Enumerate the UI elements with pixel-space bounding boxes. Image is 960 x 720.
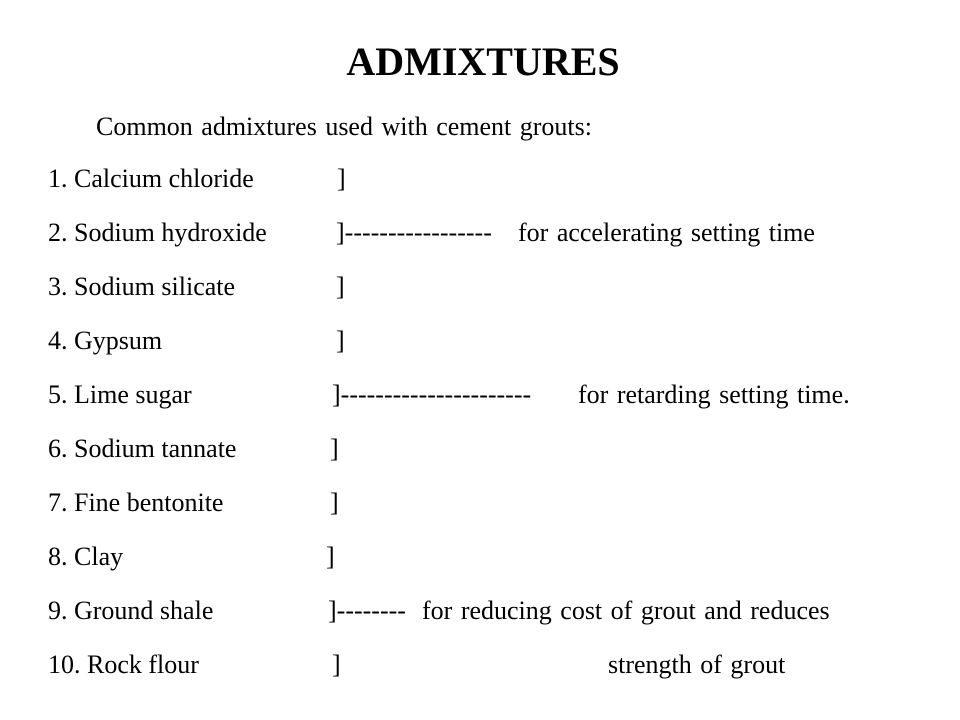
item-text: 9. Ground shale <box>48 596 214 625</box>
item-text: 3. Sodium silicate <box>48 272 236 301</box>
item-bracket: ] <box>330 434 339 463</box>
intro-text: Common admixtures used with cement grout… <box>96 112 592 141</box>
slide-title: ADMIXTURES <box>346 39 620 84</box>
item-note: strength of grout <box>608 650 786 679</box>
item-text: 2. Sodium hydroxide <box>48 218 267 247</box>
item-note: for accelerating setting time <box>518 218 815 247</box>
item-note: for retarding setting time. <box>578 380 850 409</box>
item-note: for reducing cost of grout and reduces <box>422 596 830 625</box>
item-text: 6. Sodium tannate <box>48 434 237 463</box>
item-bracket: ] <box>337 164 346 193</box>
item-text: 10. Rock flour <box>48 650 199 679</box>
item-bracket: ]---------------------- <box>332 380 532 409</box>
item-bracket: ]----------------- <box>336 218 492 247</box>
item-text: 4. Gypsum <box>48 326 163 355</box>
item-bracket: ]-------- <box>328 596 406 625</box>
item-bracket: ] <box>326 542 335 571</box>
item-bracket: ] <box>336 272 345 301</box>
item-bracket: ] <box>332 650 341 679</box>
item-bracket: ] <box>330 488 339 517</box>
item-text: 7. Fine bentonite <box>48 488 224 517</box>
item-text: 5. Lime sugar <box>48 380 192 409</box>
item-text: 8. Clay <box>48 542 124 571</box>
item-bracket: ] <box>336 326 345 355</box>
item-text: 1. Calcium chloride <box>48 164 254 193</box>
